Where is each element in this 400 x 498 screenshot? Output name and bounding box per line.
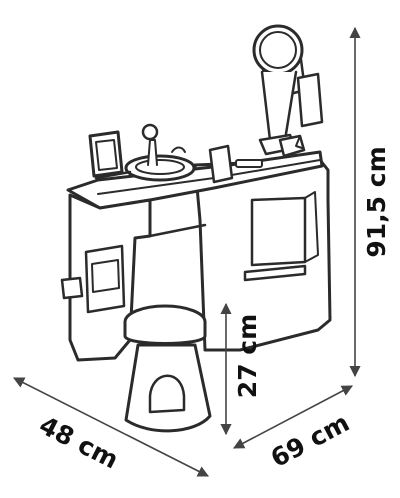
stool (123, 304, 212, 433)
back-cabinet (193, 158, 332, 352)
seat-height-label: 27 cm (233, 314, 262, 398)
width-dimension-line (13, 377, 209, 477)
width-label: 48 cm (35, 410, 123, 474)
dimension-lines (13, 26, 361, 477)
depth-dimension-line (233, 385, 353, 449)
washbasin (124, 123, 196, 182)
small-mirror (88, 130, 132, 180)
depth-label: 69 cm (266, 408, 354, 473)
height-label: 91,5 cm (362, 146, 391, 257)
round-mirror (252, 24, 324, 156)
barber-station-illustration (60, 24, 332, 433)
